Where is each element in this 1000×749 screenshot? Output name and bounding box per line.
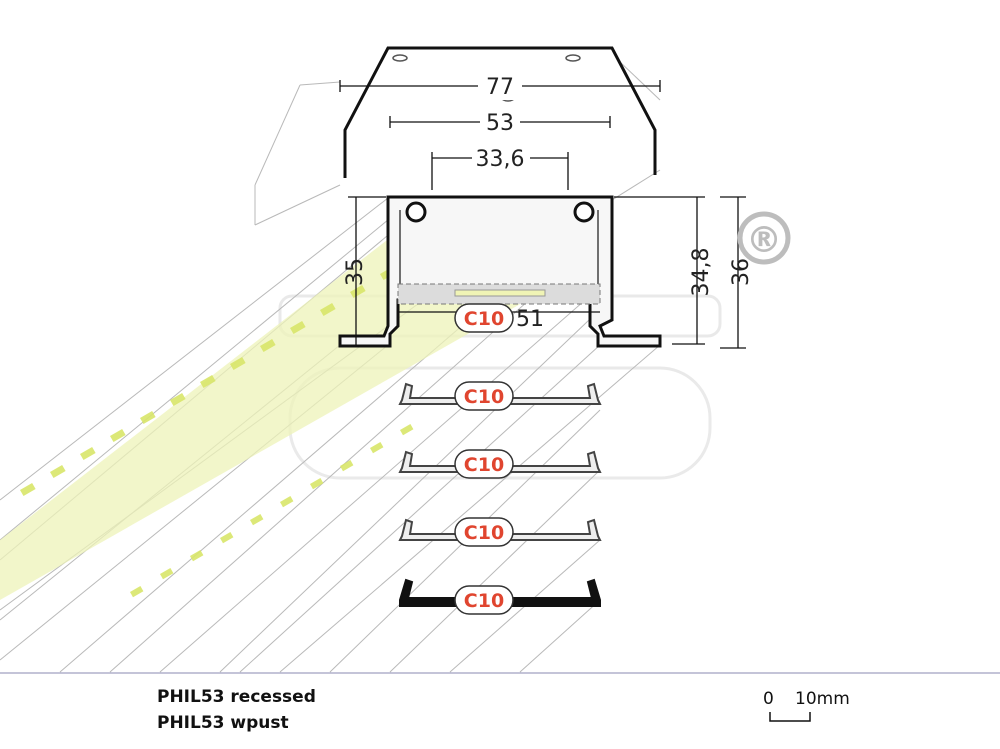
mounting-bracket xyxy=(343,46,657,178)
scale-bar: 0 10mm xyxy=(763,689,850,722)
cover-badge-5: C10 xyxy=(454,585,514,615)
cover-badge-4-label: C10 xyxy=(464,522,504,544)
profile-cross-section xyxy=(338,195,662,348)
dim-width-inner: 53 xyxy=(486,111,514,136)
bracket-hole-right xyxy=(565,54,581,62)
dim-height-mid: 34,8 xyxy=(689,248,714,297)
registered-mark: ® xyxy=(746,220,782,261)
cover-badge-3: C10 xyxy=(454,449,514,479)
cover-badge-1-label: C10 xyxy=(464,308,504,330)
cover-badge-3-label: C10 xyxy=(464,454,504,476)
dim-height-right: 36 xyxy=(729,258,754,286)
caption-recessed: PHIL53 recessed xyxy=(157,687,316,707)
scale-ten-label: 10mm xyxy=(795,689,850,709)
cover-profiles xyxy=(398,382,602,541)
cover-badge-2-label: C10 xyxy=(464,386,504,408)
caption-wpust: PHIL53 wpust xyxy=(157,713,289,733)
cover-badge-1: C10 xyxy=(454,303,514,333)
dim-width-outer: 77 xyxy=(486,75,514,100)
dim-bottom-width: 51 xyxy=(516,307,544,332)
cover-badge-5-label: C10 xyxy=(464,590,504,612)
cover-profile-opal xyxy=(399,578,601,607)
dim-width-opening: 33,6 xyxy=(476,147,525,172)
registered-mark-circle xyxy=(737,211,791,265)
cover-badge-2: C10 xyxy=(454,381,514,411)
dim-height-left: 35 xyxy=(343,258,368,286)
bracket-hole-left xyxy=(392,54,408,62)
cover-badge-4: C10 xyxy=(454,517,514,547)
scale-zero-label: 0 xyxy=(763,689,774,709)
